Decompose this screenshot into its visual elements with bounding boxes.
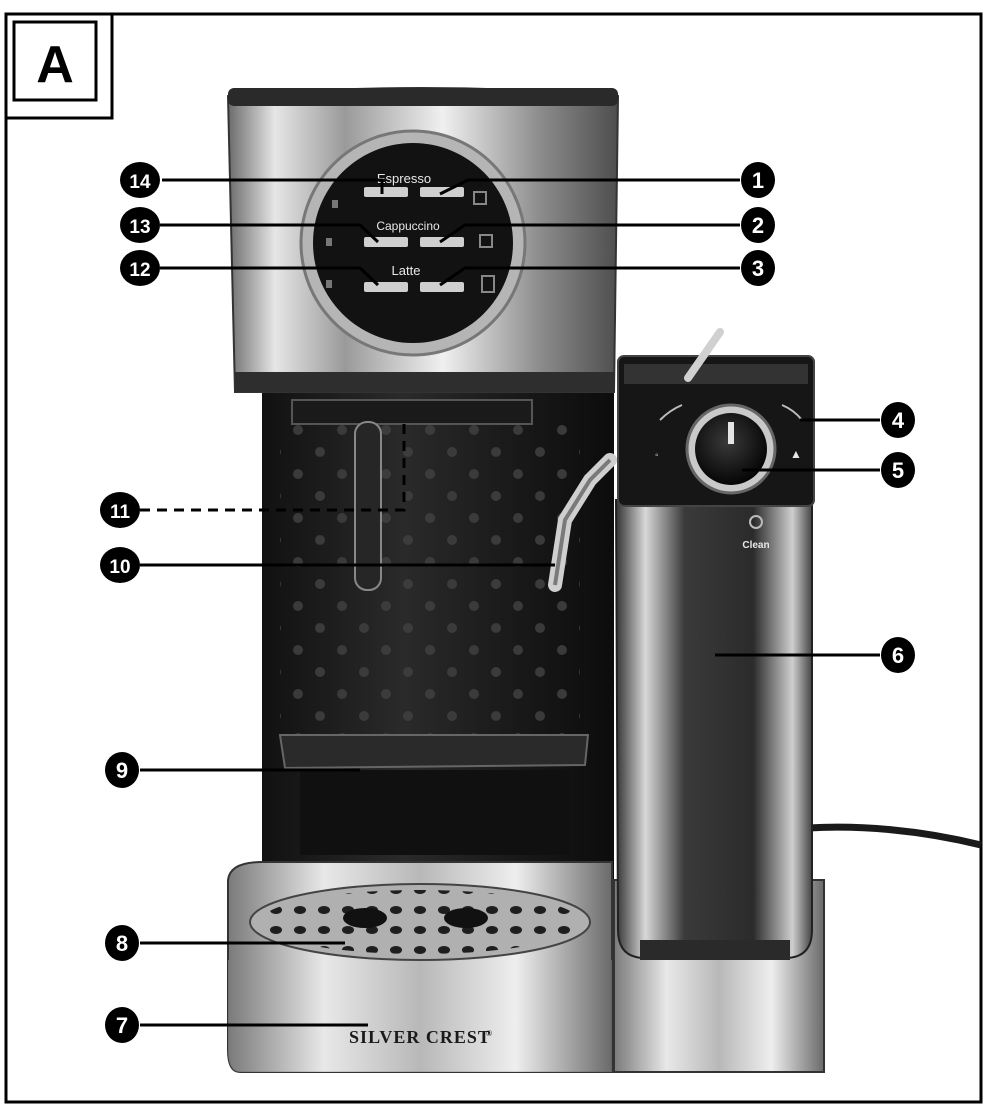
brand-registered-mark: ® <box>486 1029 493 1038</box>
callout-number: 4 <box>892 408 905 433</box>
panel-label-cappuccino: Cappuccino <box>376 219 440 233</box>
coffee-outlet <box>291 399 533 425</box>
callout-number: 13 <box>129 217 150 238</box>
knob-scale-left <box>659 404 683 421</box>
callout-number: 8 <box>116 931 128 956</box>
callout-bubble <box>120 207 160 243</box>
callout-number: 5 <box>892 458 904 483</box>
small-cup-icon <box>326 238 332 246</box>
callout-8: 8 <box>105 925 139 961</box>
callout-bubble <box>105 1007 139 1043</box>
milk-container-foot <box>640 940 790 960</box>
froth-control-knob[interactable] <box>695 413 767 485</box>
clean-label: Clean <box>742 540 769 551</box>
knob-scale-right <box>781 404 803 421</box>
callout-5: 5 <box>881 452 915 488</box>
callout-number: 6 <box>892 643 904 668</box>
callout-bubble <box>120 250 160 286</box>
button-espresso-left[interactable] <box>364 187 408 197</box>
callout-number: 2 <box>752 213 764 238</box>
callout-11: 11 <box>100 492 140 528</box>
callout-12: 12 <box>120 250 160 286</box>
callout-bubble <box>881 637 915 673</box>
knob-indicator <box>728 422 734 444</box>
callout-number: 10 <box>109 557 130 578</box>
callout-bubble <box>741 250 775 286</box>
milk-lid-top <box>624 364 808 384</box>
figure-letter: A <box>36 36 74 94</box>
power-cord <box>807 823 982 849</box>
figure-letter-box: A <box>4 12 114 120</box>
callout-bubble <box>881 452 915 488</box>
control-buttons <box>326 187 495 293</box>
milk-spout-shade <box>553 458 612 586</box>
water-level-window <box>354 421 382 591</box>
cup-platform <box>278 734 590 770</box>
callout-bubble <box>881 402 915 438</box>
milk-container <box>614 499 813 959</box>
callout-3: 3 <box>741 250 775 286</box>
clean-icon <box>749 515 763 529</box>
callout-number: 14 <box>129 172 151 193</box>
panel-label-espresso: Espresso <box>377 171 431 186</box>
button-latte-right[interactable] <box>420 282 464 292</box>
callout-number: 12 <box>129 260 150 281</box>
callout-bubble <box>105 752 139 788</box>
leader-lines <box>140 178 880 1027</box>
callout-13: 13 <box>120 207 160 243</box>
callout-2: 2 <box>741 207 775 243</box>
perforated-front <box>280 420 580 750</box>
callout-10: 10 <box>100 547 140 583</box>
callout-bubble <box>741 162 775 198</box>
callout-14: 14 <box>120 162 160 198</box>
small-cup-icon <box>326 280 332 288</box>
callout-bubble <box>100 492 140 528</box>
callout-number: 11 <box>110 502 131 523</box>
callout-number: 7 <box>116 1013 128 1038</box>
leader-line-12 <box>160 266 380 287</box>
large-cup-icon <box>479 234 493 248</box>
callout-6: 6 <box>881 637 915 673</box>
cup-ring-right <box>444 908 488 928</box>
leader-line-3 <box>439 266 740 287</box>
coffee-machine: Espresso Cappuccino Latte SILVER CREST ® <box>226 87 825 1073</box>
brand-logo: SILVER CREST <box>349 1027 491 1047</box>
figure-frame <box>4 12 983 1104</box>
callout-4: 4 <box>881 402 915 438</box>
callout-bubble <box>120 162 160 198</box>
leader-line-1 <box>439 178 740 196</box>
froth-min-icon: ◦ <box>655 450 659 461</box>
control-head: Espresso Cappuccino Latte <box>226 87 620 393</box>
button-latte-left[interactable] <box>364 282 408 292</box>
callout-1: 1 <box>741 162 775 198</box>
callout-number: 3 <box>752 256 764 281</box>
milk-intake-tube <box>684 328 724 382</box>
button-cappuccino-left[interactable] <box>364 237 408 247</box>
callout-number: 1 <box>752 168 764 193</box>
callout-bubble <box>741 207 775 243</box>
leader-line-11 <box>140 424 406 512</box>
leader-line-14 <box>162 178 384 194</box>
large-cup-icon <box>481 275 495 293</box>
callout-7: 7 <box>105 1007 139 1043</box>
callout-9: 9 <box>105 752 139 788</box>
leader-line-13 <box>160 223 380 244</box>
panel-label-latte: Latte <box>392 263 421 278</box>
large-cup-icon <box>473 191 487 205</box>
drip-tray-holes <box>260 890 580 954</box>
callout-bubble <box>100 547 140 583</box>
cup-ring-left <box>343 908 387 928</box>
callout-bubble <box>105 925 139 961</box>
froth-max-icon: ▲ <box>790 447 802 461</box>
drip-area <box>300 770 570 855</box>
leader-line-2 <box>439 223 740 244</box>
callout-number: 9 <box>116 758 128 783</box>
small-cup-icon <box>332 200 338 208</box>
